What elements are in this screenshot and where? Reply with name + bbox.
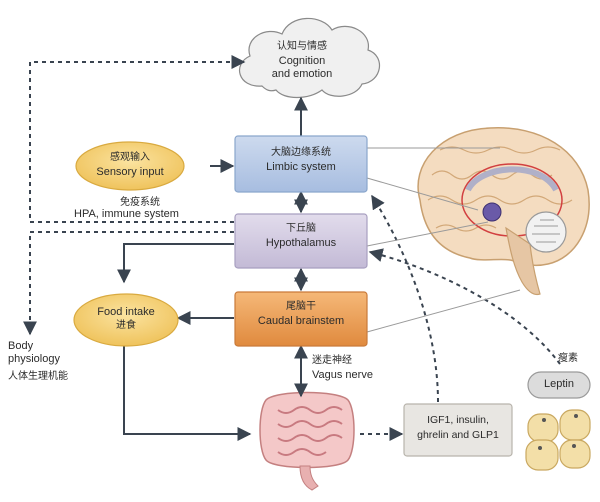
cognition-cloud: [239, 17, 381, 99]
sensory-en: Sensory input: [96, 166, 164, 178]
hypothalamus-node: 下丘脑 Hypothalamus: [235, 216, 367, 268]
fat-cells: [525, 409, 591, 471]
body-en1: Body: [8, 340, 34, 352]
body-cn: 人体生理机能: [8, 371, 68, 382]
food-oval-shape: [73, 293, 179, 347]
vagus-en: Vagus nerve: [312, 369, 373, 381]
caudal-brainstem-node: 尾脑干 Caudal brainstem: [235, 294, 367, 346]
sensory-cn: 感观输入: [110, 152, 150, 163]
vagus-nerve-label: 迷走神经 Vagus nerve: [312, 354, 373, 382]
leader-lines: [366, 147, 521, 333]
sensory-oval-shape: [75, 141, 185, 191]
limbic-en: Limbic system: [266, 161, 336, 173]
brainstem-box-shape: [234, 291, 368, 347]
leptin-node: Leptin: [528, 378, 590, 391]
leptin-cn-label: 瘦素: [558, 353, 578, 364]
hormones-en1: IGF1, insulin,: [427, 414, 489, 426]
sensory-input-node: 感观输入 Sensory input: [76, 151, 184, 183]
limbic-box-shape: [234, 135, 368, 193]
body-en2: physiology: [8, 353, 60, 365]
limbic-system-node: 大脑边缘系统 Limbic system: [235, 138, 367, 192]
hypothalamus-en: Hypothalamus: [265, 237, 337, 249]
hormones-node: IGF1, insulin, ghrelin and GLP1: [404, 414, 512, 442]
food-intake-node: Food intake 进食: [74, 305, 178, 337]
food-cn: 进食: [116, 320, 136, 331]
hormones-en2: ghrelin and GLP1: [417, 429, 499, 441]
gut-illustration: [259, 391, 355, 491]
solid-connectors: [117, 96, 308, 441]
cognition-en2: and emotion: [271, 68, 333, 80]
body-physiology-label: Body physiology 人体生理机能: [8, 340, 68, 383]
dashed-connectors: [23, 55, 561, 441]
vagus-cn: 迷走神经: [312, 355, 352, 366]
cognition-node: 认知与情感 Cognition and emotion: [270, 40, 334, 81]
hpa-en-label: HPA, immune system: [74, 208, 179, 220]
leptin-pill-shape: [527, 371, 591, 399]
food-en: Food intake: [97, 306, 155, 318]
hypothalamus-box-shape: [234, 213, 368, 269]
brainstem-cn: 尾脑干: [286, 301, 316, 312]
cognition-cn: 认知与情感: [277, 41, 327, 52]
brainstem-en: Caudal brainstem: [257, 315, 345, 327]
brain-illustration: [417, 127, 590, 296]
hpa-cn-label: 免疫系统: [120, 197, 160, 208]
hypothalamus-cn: 下丘脑: [286, 223, 316, 234]
hormones-box-shape: [403, 403, 513, 457]
cognition-en1: Cognition: [278, 55, 326, 67]
limbic-cn: 大脑边缘系统: [271, 147, 331, 158]
leptin-en: Leptin: [544, 378, 574, 390]
